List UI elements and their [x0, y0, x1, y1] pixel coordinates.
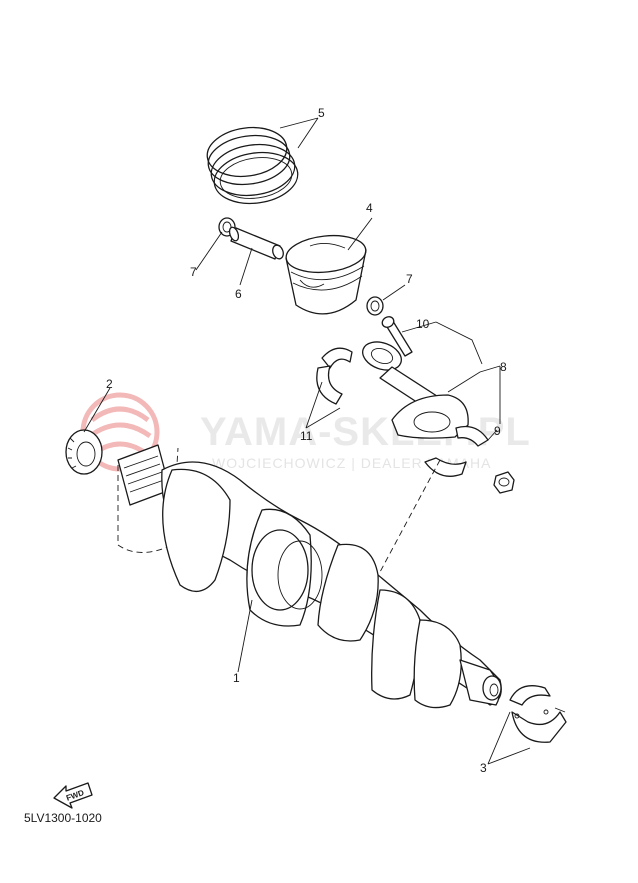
diagram-code: 5LV1300-1020	[24, 811, 102, 825]
crankshaft-timing-gear	[65, 429, 103, 475]
callout-8: 8	[500, 360, 507, 374]
callout-2: 2	[106, 377, 113, 391]
leader-lines	[83, 117, 531, 765]
connecting-rod-bearing-lower	[424, 425, 489, 477]
watermark: YAMA-SKLEP.PL WOJCIECHOWICZ | DEALER YAM…	[80, 392, 530, 472]
connecting-rod	[362, 341, 469, 439]
alignment-line-rod	[379, 459, 441, 573]
callout-3: 3	[480, 761, 487, 775]
connecting-rod-nut	[493, 471, 515, 494]
connecting-rod-bolt	[381, 316, 413, 357]
crankshaft-main-bearing	[509, 685, 567, 743]
piston-ring-set	[206, 126, 299, 205]
callout-labels: 5 4 7 6 7 10 8 9 11 2 1 3	[106, 106, 507, 775]
callout-10: 10	[416, 317, 430, 331]
callout-7-right: 7	[406, 272, 413, 286]
piston	[285, 234, 367, 315]
callout-9: 9	[494, 424, 501, 438]
callout-11: 11	[300, 429, 313, 443]
callout-7-left: 7	[190, 265, 197, 279]
piston-pin	[228, 226, 284, 260]
watermark-tagline: WOJCIECHOWICZ | DEALER YAMAHA	[212, 455, 491, 471]
forward-arrow-icon: FWD	[53, 782, 93, 809]
callout-6: 6	[235, 287, 242, 301]
callout-4: 4	[366, 201, 373, 215]
connecting-rod-bearing-upper	[316, 347, 353, 405]
callout-1: 1	[233, 671, 240, 685]
piston-pin-clip-right	[366, 296, 384, 316]
alignment-line-gear	[117, 447, 179, 553]
crankshaft	[117, 444, 502, 709]
callout-5: 5	[318, 106, 325, 120]
